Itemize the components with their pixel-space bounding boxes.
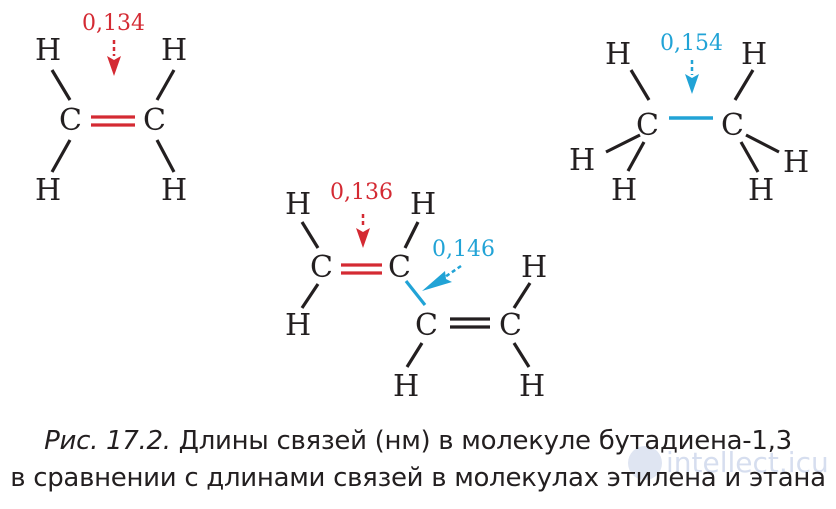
ethane-bond-length-label: 0,154 xyxy=(660,31,723,56)
ethylene-molecule: 0,134 H H C C H H xyxy=(35,11,187,208)
c-h-bond xyxy=(403,221,420,249)
atom-h: H xyxy=(748,173,774,208)
ethylene-bond-length-label: 0,134 xyxy=(82,11,145,36)
atom-h: H xyxy=(161,173,187,208)
atom-h: H xyxy=(410,187,436,222)
c-h-bond xyxy=(739,141,760,173)
c-h-bond xyxy=(512,282,532,309)
figure-caption-line-1: Рис. 17.2. Длины связей (нм) в молекуле … xyxy=(0,426,836,456)
figure-number: Рис. 17.2. xyxy=(44,426,171,456)
atom-h: H xyxy=(611,173,637,208)
atom-c: C xyxy=(415,308,438,343)
butadiene-double-bond-length-label: 0,136 xyxy=(330,180,393,205)
c-h-bond xyxy=(605,133,641,154)
c-h-bond xyxy=(300,283,320,309)
ethane-molecule: 0,154 H H C C H H H H xyxy=(569,31,809,208)
single-bond-arrow-head-icon xyxy=(422,271,452,291)
atom-h: H xyxy=(519,369,545,404)
c-h-bond xyxy=(629,69,651,101)
c-h-bond xyxy=(155,69,176,101)
c-h-bond xyxy=(626,141,646,172)
atom-h: H xyxy=(161,33,187,68)
atom-h: H xyxy=(783,145,809,180)
watermark-logo-icon xyxy=(628,446,662,480)
atom-h: H xyxy=(285,187,311,222)
c-h-bond xyxy=(50,69,72,101)
ethane-arrow-head-icon xyxy=(685,74,699,94)
atom-h: H xyxy=(605,37,631,72)
c2-c3-single-bond xyxy=(404,280,427,306)
atom-c: C xyxy=(388,250,411,285)
atom-h: H xyxy=(569,143,595,178)
atom-c: C xyxy=(636,108,659,143)
figure-caption-line-2: в сравнении с длинами связей в молекулах… xyxy=(10,463,826,493)
atom-h: H xyxy=(285,308,311,343)
ethylene-arrow-head-icon xyxy=(107,56,121,76)
single-bond-arrow-shaft xyxy=(441,264,462,281)
atom-c: C xyxy=(59,103,82,138)
c-h-bond xyxy=(300,221,320,249)
atom-c: C xyxy=(143,103,166,138)
atom-c: C xyxy=(499,308,522,343)
atom-h: H xyxy=(521,250,547,285)
atom-c: C xyxy=(721,108,744,143)
c-h-bond xyxy=(405,342,424,368)
c-h-bond xyxy=(745,133,780,154)
c-h-bond xyxy=(512,342,531,368)
double-bond-arrow-head-icon xyxy=(356,228,370,248)
atom-h: H xyxy=(35,33,61,68)
atom-h: H xyxy=(741,37,767,72)
bond-length-diagram: 0,134 H H C C H H 0,154 H H C C H H H H xyxy=(35,11,809,404)
c-h-bond xyxy=(733,69,755,101)
atom-h: H xyxy=(393,369,419,404)
c-h-bond xyxy=(155,139,176,173)
atom-c: C xyxy=(310,250,333,285)
c-h-bond xyxy=(50,139,72,173)
caption-text-1: Длины связей (нм) в молекуле бутадиена-1… xyxy=(170,426,792,456)
butadiene-molecule: 0,136 0,146 H H C C H C C H H H xyxy=(285,180,547,404)
butadiene-single-bond-length-label: 0,146 xyxy=(432,237,495,262)
watermark: intellect.icu xyxy=(666,446,829,479)
atom-h: H xyxy=(35,173,61,208)
